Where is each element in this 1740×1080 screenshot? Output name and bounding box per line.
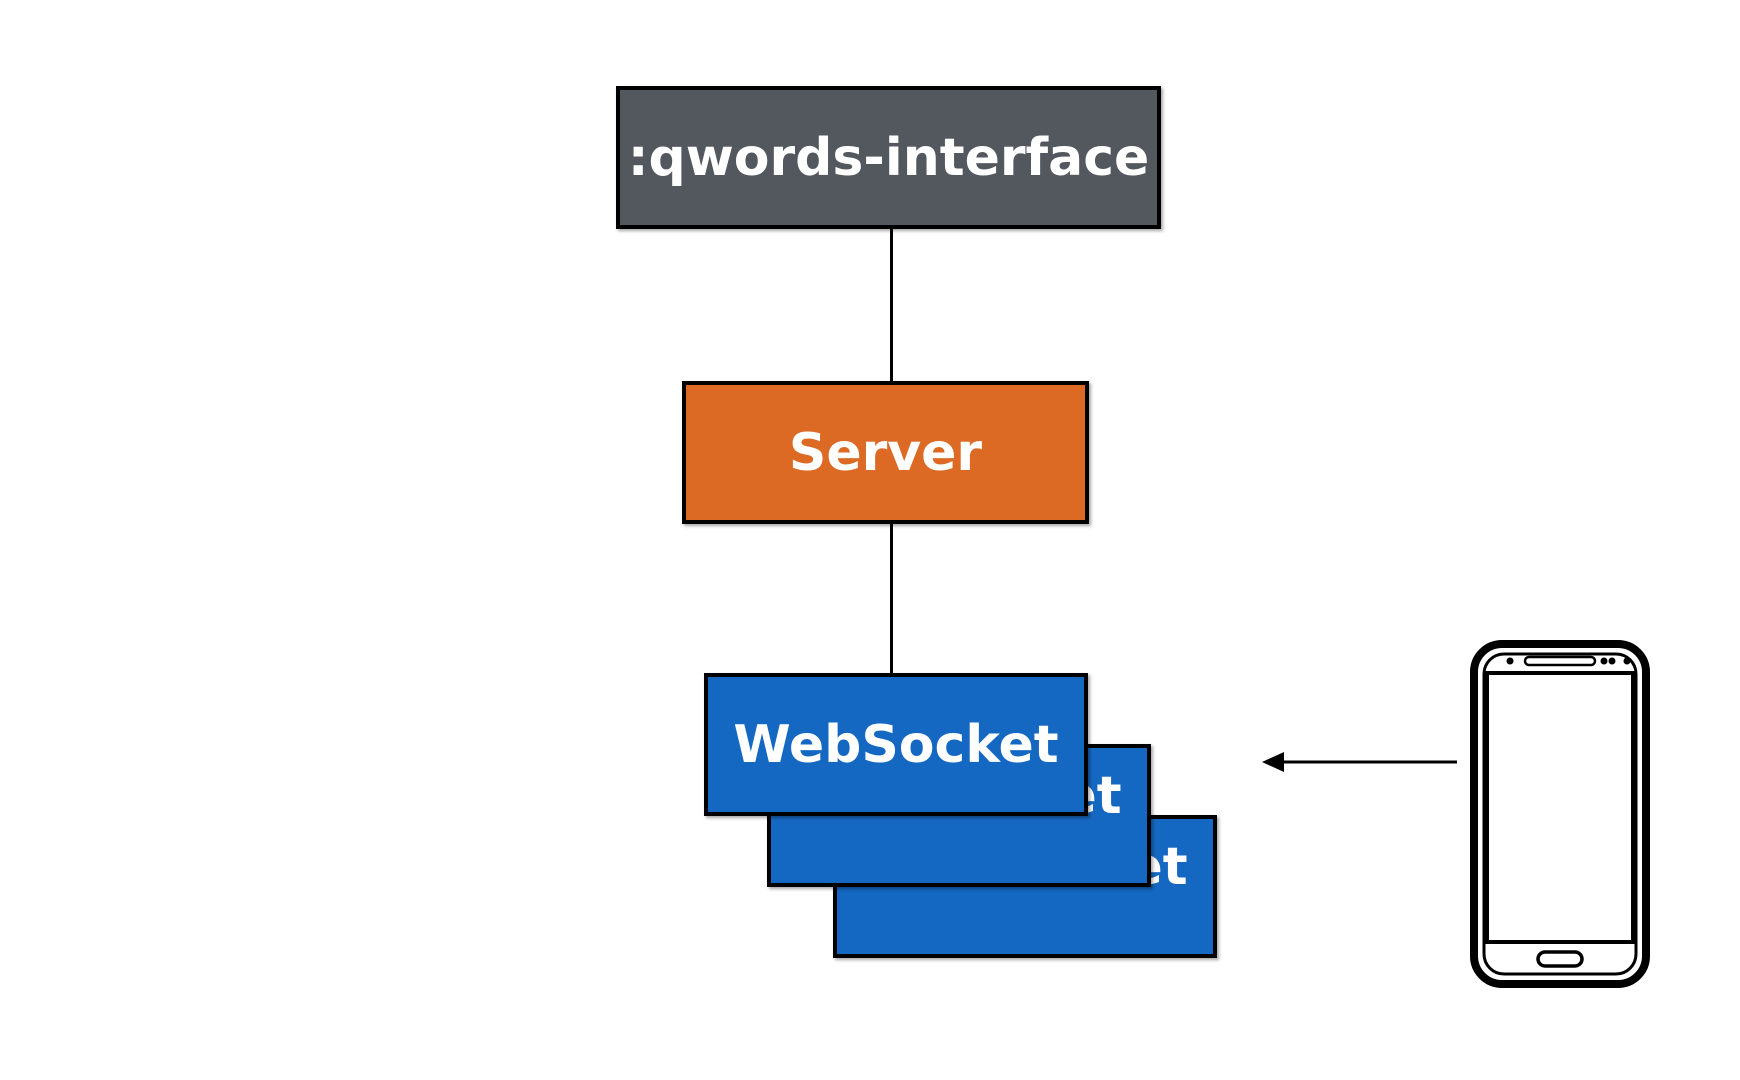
interface-node: :qwords-interface — [616, 86, 1161, 229]
server-websocket-connector — [890, 524, 893, 673]
smartphone-icon — [1470, 640, 1650, 988]
websocket-node-front: WebSocket — [704, 673, 1088, 816]
arrow-left-icon — [1262, 750, 1457, 774]
interface-server-connector — [890, 229, 893, 381]
server-node: Server — [682, 381, 1089, 524]
